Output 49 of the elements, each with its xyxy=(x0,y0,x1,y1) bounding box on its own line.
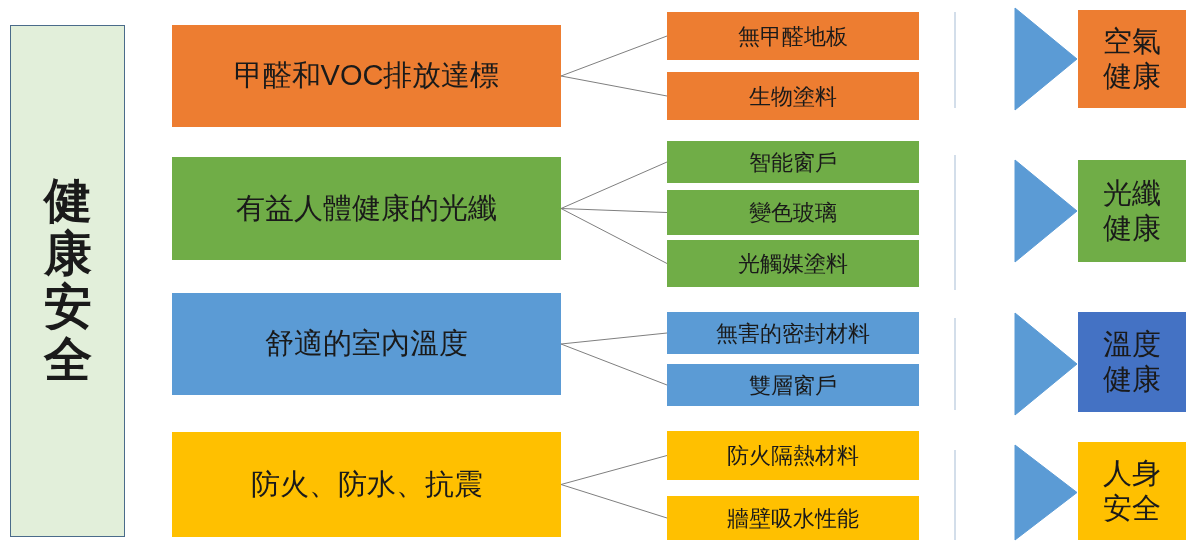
item-box xyxy=(667,72,919,120)
node-label: 有益人體健康的光纖 xyxy=(235,190,498,226)
category-box xyxy=(172,293,561,395)
result-box xyxy=(1078,160,1186,262)
item-box xyxy=(667,431,919,480)
item-box xyxy=(667,496,919,540)
item-box xyxy=(667,141,919,183)
connector-line xyxy=(560,455,668,485)
chevron-arrow xyxy=(1014,312,1078,416)
connector-line xyxy=(560,208,668,213)
chevron-arrow xyxy=(1014,159,1078,263)
node-label: 人身安全 xyxy=(1102,456,1162,526)
item-box xyxy=(667,190,919,235)
result-box xyxy=(1078,442,1186,540)
node-label: 無害的密封材料 xyxy=(716,319,870,348)
node-label: 光觸媒塗料 xyxy=(738,250,848,278)
connector-line xyxy=(560,343,668,386)
item-box xyxy=(667,240,919,287)
chevron-arrow xyxy=(1014,7,1078,111)
item-box xyxy=(667,312,919,354)
node-label: 雙層窗戶 xyxy=(749,371,837,400)
connector-line xyxy=(560,332,668,345)
node-label: 智能窗戶 xyxy=(749,148,837,177)
item-box xyxy=(667,364,919,406)
result-box xyxy=(1078,10,1186,108)
node-label: 甲醛和VOC排放達標 xyxy=(232,58,501,94)
connector-line xyxy=(560,35,668,77)
node-label: 光纖健康 xyxy=(1102,176,1162,246)
item-box xyxy=(667,12,919,60)
connector-line xyxy=(560,161,668,209)
connector-line xyxy=(560,75,668,97)
category-box xyxy=(172,25,561,127)
node-label: 生物塗料 xyxy=(749,82,837,111)
node-label: 健康安全 xyxy=(43,175,92,387)
chevron-arrow xyxy=(1014,444,1078,541)
node-label: 牆壁吸水性能 xyxy=(727,504,859,533)
connector-line xyxy=(560,484,668,519)
node-label: 無甲醛地板 xyxy=(738,22,848,51)
result-box xyxy=(1078,312,1186,412)
node-label: 變色玻璃 xyxy=(749,199,837,227)
node-label: 防火、防水、抗震 xyxy=(249,466,484,502)
category-box xyxy=(172,432,561,537)
node-label: 防火隔熱材料 xyxy=(727,442,859,470)
node-label: 空氣健康 xyxy=(1102,24,1162,94)
title-box xyxy=(10,25,125,537)
node-label: 溫度健康 xyxy=(1102,327,1162,397)
category-box xyxy=(172,157,561,260)
connector-line xyxy=(560,208,668,264)
node-label: 舒適的室內溫度 xyxy=(264,326,469,362)
